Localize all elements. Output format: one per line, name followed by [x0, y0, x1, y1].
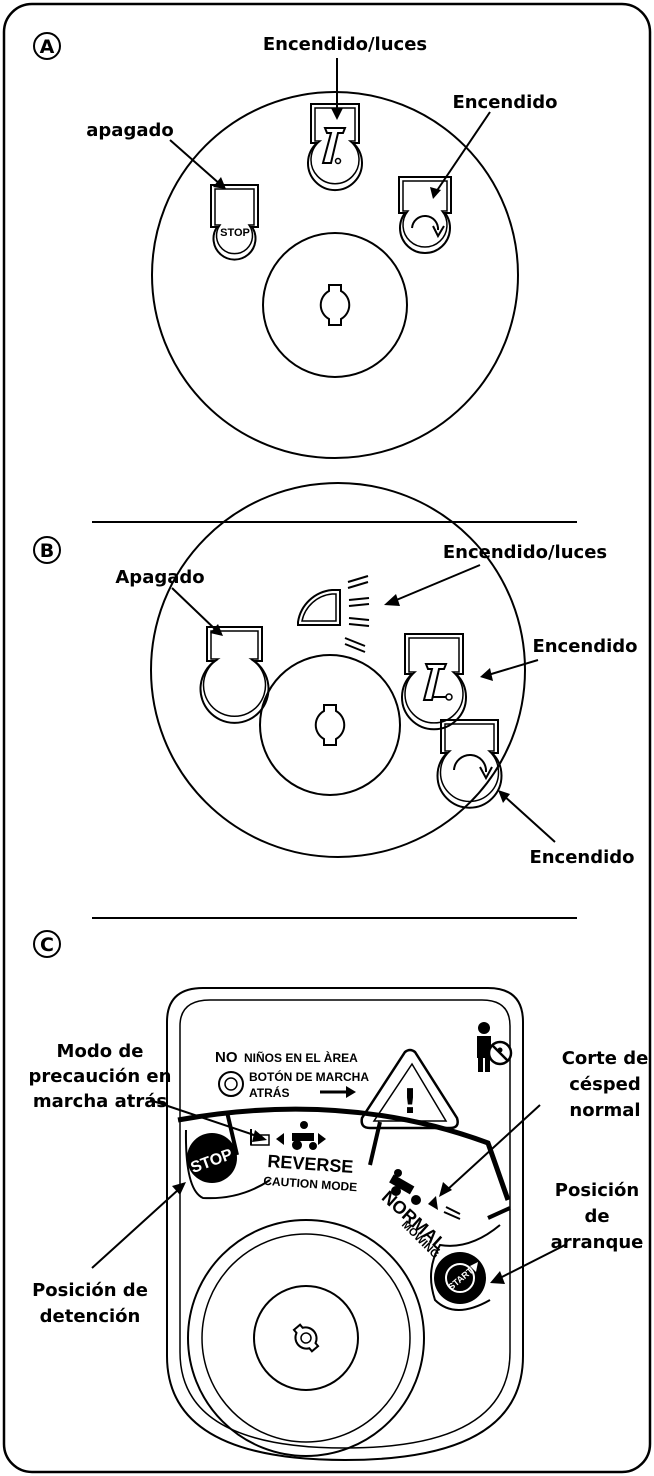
label-normal-mowing-2: césped	[569, 1074, 641, 1095]
panel-b-letter: B	[40, 540, 54, 562]
arrow-on-a	[430, 187, 441, 199]
panel-b-badge	[33, 536, 61, 564]
keyhole-icon-c	[292, 1323, 320, 1353]
leader-normal-mowing	[446, 1104, 541, 1191]
label-on-lights-a: Encendido/luces	[263, 34, 427, 55]
stop-position-icon-c: STOP	[187, 1133, 237, 1183]
label-on-lights-b: Encendido/luces	[443, 542, 607, 563]
arrow-off-b	[210, 624, 223, 636]
reverse-mode-icon	[250, 1121, 326, 1150]
arrow-stop-pos	[172, 1182, 186, 1195]
panel-c-letter: C	[40, 934, 54, 956]
key-hub-inner-c	[253, 1285, 359, 1391]
decal-outline	[166, 987, 524, 1462]
key-hub-b	[259, 654, 401, 796]
decal-inner-outline	[179, 999, 511, 1449]
leader-start-pos	[499, 1243, 568, 1279]
arrow-on-run-b	[480, 668, 493, 681]
label-start-pos-3: arranque	[551, 1232, 644, 1253]
label-stop-pos-1: Posición de	[32, 1280, 148, 1301]
panel-a-badge	[33, 32, 61, 60]
mode-divider-3	[487, 1206, 511, 1220]
leader-off-a	[169, 139, 222, 186]
reverse-button-icon-inner	[224, 1077, 238, 1091]
decal-no-bold: NO	[215, 1049, 238, 1066]
decal-caution-mode: CAUTION MODE	[263, 1174, 358, 1195]
mode-divider-1	[225, 1111, 239, 1156]
switch-face-b	[150, 482, 526, 858]
label-on-run-b: Encendido	[532, 636, 637, 657]
leader-on-start-b	[502, 794, 556, 843]
panel-c-badge	[33, 930, 61, 958]
decal-no-children: NIÑOS EN EL ÀREA	[244, 1050, 358, 1065]
keyhole-icon-a	[319, 284, 351, 326]
decal-reverse: REVERSE	[267, 1151, 354, 1177]
label-stop-pos-2: detención	[40, 1306, 141, 1327]
leader-off-b	[171, 587, 219, 633]
label-reverse-caution-2: precaución en	[29, 1066, 172, 1087]
label-normal-mowing-3: normal	[569, 1100, 640, 1121]
keyhole-icon-b	[314, 704, 346, 746]
off-position-icon-b	[199, 626, 270, 724]
label-start-pos-1: Posición	[555, 1180, 639, 1201]
leader-stop-pos	[91, 1189, 179, 1269]
panel-b: B	[33, 482, 638, 868]
headlight-icon	[297, 575, 370, 653]
arrow-on-start-b	[498, 790, 510, 803]
label-off-b: Apagado	[115, 567, 204, 588]
decal-reverse-button-2: ATRÁS	[249, 1085, 289, 1100]
start-position-icon-b	[436, 719, 503, 809]
leader-reverse-caution	[149, 1099, 261, 1138]
mode-divider-2	[368, 1121, 382, 1166]
leader-on-run-b	[487, 659, 539, 676]
normal-mowing-icon	[389, 1169, 461, 1220]
label-start-pos-2: de	[584, 1206, 609, 1227]
stop-notch	[184, 1129, 271, 1200]
arrow-on-lights-a	[331, 108, 343, 120]
arrow-off-a	[213, 177, 226, 189]
start-notch	[430, 1224, 501, 1311]
panel-c: C NO NIÑOS EN EL ÀREA BOTÓN DE MARCHA AT…	[29, 930, 649, 1462]
run-position-icon-b	[401, 633, 467, 731]
label-on-a: Encendido	[452, 92, 557, 113]
reverse-button-icon	[218, 1071, 244, 1097]
label-normal-mowing-1: Corte de	[562, 1048, 649, 1069]
panel-a: A STOP Encendido/luces apaga	[33, 32, 558, 459]
arrow-normal-mowing	[439, 1182, 452, 1197]
mode-band-top	[177, 1106, 511, 1201]
label-reverse-caution-1: Modo de	[57, 1041, 144, 1062]
warning-symbol: !	[402, 1082, 418, 1122]
no-children-icon	[477, 1022, 513, 1072]
arrow-on-lights-b	[384, 594, 400, 606]
on-lights-position-icon-a	[307, 103, 363, 192]
start-position-icon-a	[398, 176, 452, 254]
label-on-start-b: Encendido	[529, 847, 634, 868]
leader-on-lights-b	[393, 564, 481, 602]
stop-position-icon-a: STOP	[210, 184, 259, 261]
label-off-a: apagado	[86, 120, 173, 141]
arrow-reverse-caution	[252, 1130, 267, 1142]
key-hub-outer-c	[187, 1219, 425, 1457]
panel-a-letter: A	[40, 36, 55, 58]
arrow-start-pos	[490, 1271, 505, 1284]
decal-arrow-head	[346, 1086, 356, 1098]
switch-face-a	[151, 91, 519, 459]
start-position-icon-c: START	[434, 1252, 486, 1304]
label-reverse-caution-3: marcha atrás	[33, 1091, 167, 1112]
key-hub-a	[262, 232, 408, 378]
key-hub-ring-c	[201, 1233, 411, 1443]
leader-on-a	[435, 111, 491, 193]
decal-reverse-button-1: BOTÓN DE MARCHA	[249, 1069, 369, 1084]
stop-icon-text-a: STOP	[220, 227, 250, 239]
